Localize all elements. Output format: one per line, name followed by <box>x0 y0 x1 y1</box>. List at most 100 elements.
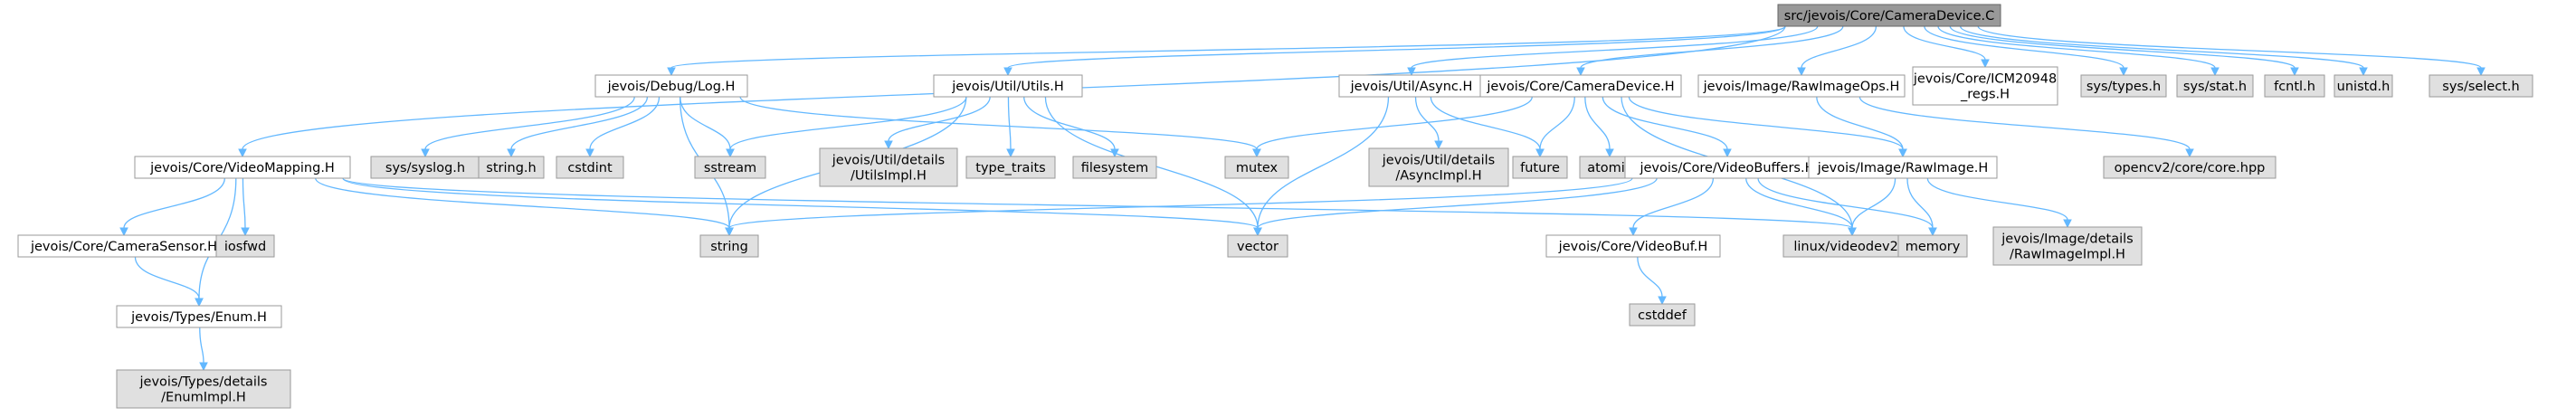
node-enum[interactable]: jevois/Types/Enum.H <box>116 305 282 328</box>
node-label: cstddef <box>1638 308 1687 323</box>
node-future: future <box>1512 156 1568 179</box>
edge-videobuffers-to-videobuf <box>1632 177 1715 229</box>
node-box <box>1629 303 1696 327</box>
node-async[interactable]: jevois/Util/Async.H <box>1338 74 1485 98</box>
node-utilsimpl: jevois/Util/details/UtilsImpl.H <box>819 147 958 187</box>
node-videobuffers[interactable]: jevois/Core/VideoBuffers.H <box>1624 156 1830 179</box>
node-box <box>2334 74 2393 98</box>
arrowhead-root-to-systypes <box>2119 67 2128 77</box>
node-icm[interactable]: jevois/Core/ICM20948_regs.H <box>1912 66 2058 106</box>
node-camerasensor[interactable]: jevois/Core/CameraSensor.H <box>17 234 231 258</box>
edge-root-to-fcntl <box>1949 25 2296 69</box>
node-box <box>478 156 545 179</box>
node-box <box>1777 4 2001 27</box>
node-cameradevice-h[interactable]: jevois/Core/CameraDevice.H <box>1479 74 1682 98</box>
node-box <box>1808 156 1998 179</box>
node-label: vector <box>1237 240 1278 254</box>
node-box <box>1545 234 1721 258</box>
arrowhead-utils-to-sstream <box>726 148 735 158</box>
arrowhead-async-to-asyncimpl <box>1434 140 1443 150</box>
node-label: jevois/Core/ICM20948 <box>1913 72 2057 87</box>
node-asyncimpl: jevois/Util/details/AsyncImpl.H <box>1368 147 1509 187</box>
node-box <box>1897 234 1968 258</box>
node-box <box>2080 74 2167 98</box>
arrowhead-root-to-sysstat <box>2210 67 2220 77</box>
node-label: jevois/Image/RawImage.H <box>1817 161 1989 175</box>
edge-root-to-rawimageops <box>1801 25 1877 69</box>
edge-root-to-icm <box>1903 25 1986 61</box>
node-root[interactable]: src/jevois/Core/CameraDevice.C <box>1777 4 2001 27</box>
edge-cameradevice_h-to-mutex <box>1256 96 1533 150</box>
node-box <box>556 156 624 179</box>
node-label: jevois/Util/details <box>1382 154 1495 168</box>
node-box <box>1338 74 1485 98</box>
node-label: /UtilsImpl.H <box>851 169 927 184</box>
edge-videomapping-to-iosfwd <box>242 177 246 229</box>
arrowhead-log-to-stringh <box>507 148 516 158</box>
node-cstddef: cstddef <box>1629 303 1696 327</box>
node-label: jevois/Core/VideoMapping.H <box>149 161 335 175</box>
node-label: sys/syslog.h <box>385 161 465 175</box>
node-label: atomic <box>1587 161 1632 175</box>
node-label: jevois/Util/details <box>832 154 945 168</box>
node-sstream: sstream <box>694 156 766 179</box>
node-box <box>1224 156 1289 179</box>
node-box <box>819 147 958 187</box>
node-rawimage[interactable]: jevois/Image/RawImage.H <box>1808 156 1998 179</box>
edge-camerasensor-to-enum <box>134 256 200 299</box>
edge-root-to-cameradevice_h <box>1580 25 1844 69</box>
node-videomapping[interactable]: jevois/Core/VideoMapping.H <box>134 156 351 179</box>
node-sysstat: sys/stat.h <box>2176 74 2254 98</box>
node-label: string <box>710 240 748 254</box>
node-box <box>2264 74 2325 98</box>
arrowhead-root-to-sysselect <box>2476 67 2486 77</box>
arrowhead-rawimage-to-rawimageimpl <box>2063 219 2072 229</box>
node-box <box>694 156 766 179</box>
arrowhead-rawimage-to-memory <box>1928 227 1937 237</box>
arrowhead-enum-to-enumimpl <box>199 362 208 372</box>
edge-videobuffers-to-memory <box>1757 177 1934 229</box>
edge-log-to-mutex <box>739 96 1258 150</box>
node-box <box>1479 74 1682 98</box>
arrowhead-root-to-log <box>667 67 676 77</box>
node-videobuf[interactable]: jevois/Core/VideoBuf.H <box>1545 234 1721 258</box>
arrowhead-cameradevice_h-to-videobuffers <box>1723 148 1732 158</box>
node-stringh: string.h <box>478 156 545 179</box>
node-label: /EnumImpl.H <box>161 391 246 405</box>
node-label: linux/videodev2.h <box>1793 240 1910 254</box>
node-label: jevois/Image/RawImageOps.H <box>1703 80 1900 94</box>
node-label: sys/stat.h <box>2183 80 2247 94</box>
node-label: type_traits <box>975 161 1045 175</box>
node-label: /AsyncImpl.H <box>1395 169 1481 184</box>
edge-root-to-sysstat <box>1937 25 2216 69</box>
node-label: fcntl.h <box>2274 80 2315 94</box>
edge-log-to-stringh <box>510 96 649 150</box>
node-utils[interactable]: jevois/Util/Utils.H <box>933 74 1083 98</box>
arrowhead-root-to-utils <box>1003 67 1012 77</box>
arrowhead-utils-to-utilsimpl <box>884 140 893 150</box>
node-systypes: sys/types.h <box>2080 74 2167 98</box>
node-box <box>1227 234 1288 258</box>
edge-cameradevice_h-to-atomic <box>1584 96 1611 150</box>
node-label: future <box>1520 161 1560 175</box>
node-box <box>1072 156 1157 179</box>
node-string: string <box>699 234 759 258</box>
node-box <box>1512 156 1568 179</box>
node-vector: vector <box>1227 234 1288 258</box>
arrowhead-root-to-unistd <box>2359 67 2368 77</box>
edge-utils-to-typetraits <box>1007 96 1012 150</box>
arrowhead-cameradevice_h-to-future <box>1535 148 1545 158</box>
edge-root-to-sysselect <box>1977 25 2482 69</box>
node-box <box>370 156 480 179</box>
node-rawimageops[interactable]: jevois/Image/RawImageOps.H <box>1697 74 1906 98</box>
node-log[interactable]: jevois/Debug/Log.H <box>594 74 748 98</box>
node-box <box>965 156 1056 179</box>
node-label: jevois/Debug/Log.H <box>607 80 736 94</box>
node-memory: memory <box>1897 234 1968 258</box>
arrowhead-root-to-rawimageops <box>1797 67 1806 77</box>
edge-rawimageops-to-opencv <box>1858 96 2191 150</box>
arrowhead-videobuffers-to-vector <box>1253 227 1262 237</box>
node-box <box>1368 147 1509 187</box>
arrowhead-cameradevice_h-to-atomic <box>1605 148 1614 158</box>
arrowhead-videomapping-to-camerasensor <box>119 227 128 237</box>
